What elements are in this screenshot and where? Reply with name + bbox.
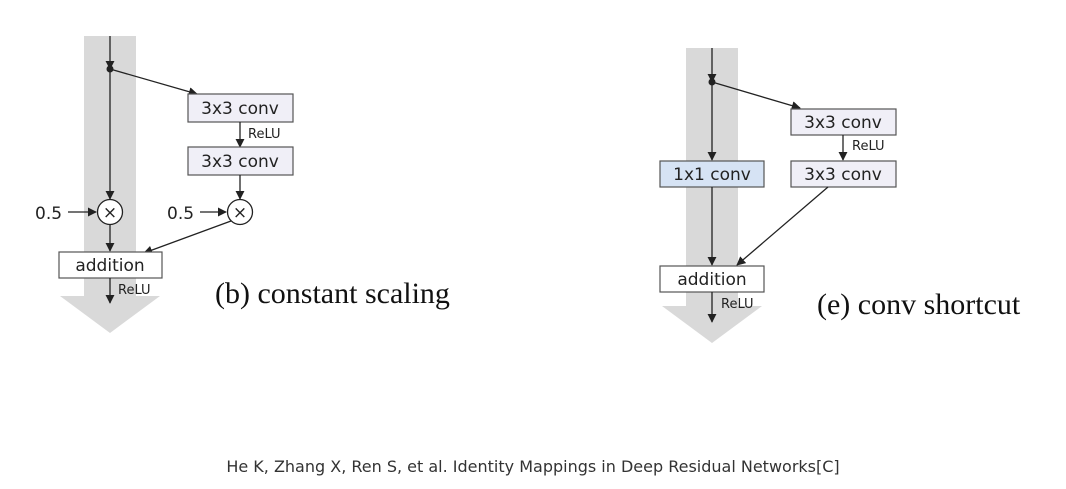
panel-b-conv2-label: 3x3 conv [201, 152, 279, 172]
panel-e-conv-to-add-arrow [736, 186, 829, 266]
panel-b-branch-line [109, 68, 198, 97]
panel-e-addition-box [659, 265, 765, 293]
panel-e-conv2-box [790, 160, 897, 188]
panel-b-multiply-left [96, 198, 124, 226]
panel-b-right-to-add-arrow [143, 220, 232, 255]
panel-b-relu-out-label: ReLU [118, 283, 151, 298]
panel-e-conv2-label: 3x3 conv [804, 165, 882, 185]
panel-e-conv-shortcut: 3x3 conv ReLU 3x3 conv 1x1 conv addition… [659, 48, 1021, 343]
panel-b-conv2-box [187, 146, 294, 176]
panel-b-scale-left-label: 0.5 [35, 204, 62, 224]
panel-b-multiply-right-symbol: × [233, 203, 247, 223]
panel-b-addition-label: addition [75, 256, 144, 276]
panel-e-addition-label: addition [677, 270, 746, 290]
panel-e-shortcut-conv-label: 1x1 conv [673, 165, 751, 185]
panel-e-relu-out-label: ReLU [721, 297, 754, 312]
citation-text: He K, Zhang X, Ren S, et al. Identity Ma… [226, 457, 840, 476]
panel-e-branch-line [711, 81, 801, 111]
panel-e-caption: (e) conv shortcut [817, 288, 1021, 321]
panel-e-relu-mid-label: ReLU [852, 139, 885, 154]
panel-b-conv1-box [187, 93, 294, 123]
panel-b-scale-right-label: 0.5 [167, 204, 194, 224]
panel-b-caption: (b) constant scaling [215, 277, 450, 310]
panel-b-constant-scaling: 3x3 conv ReLU 3x3 conv × 0.5 × 0.5 addit… [35, 36, 450, 333]
panel-b-multiply-left-symbol: × [103, 203, 117, 223]
panel-e-conv1-label: 3x3 conv [804, 113, 882, 133]
panel-b-multiply-right [226, 198, 254, 226]
panel-b-relu-mid-label: ReLU [248, 127, 281, 142]
panel-e-shortcut-conv-box [659, 160, 765, 188]
panel-b-conv1-label: 3x3 conv [201, 99, 279, 119]
